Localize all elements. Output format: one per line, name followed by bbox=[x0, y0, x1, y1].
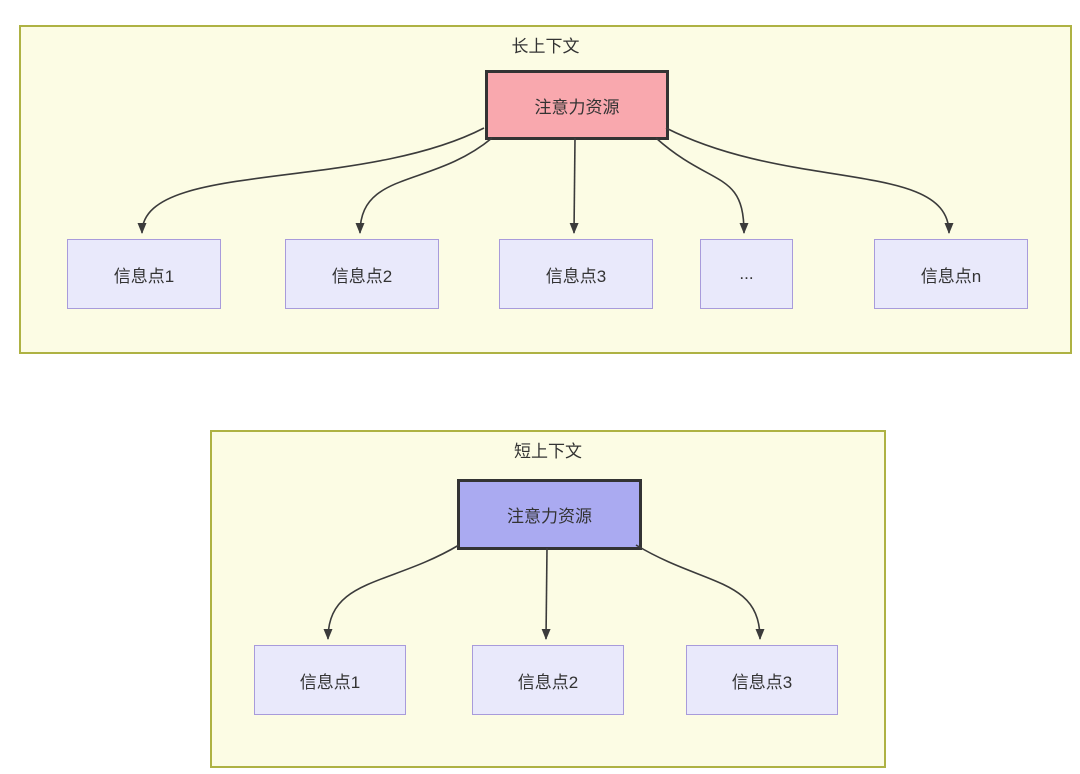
attention-resource-box-long: 注意力资源 bbox=[485, 70, 669, 140]
info-point-box: 信息点n bbox=[874, 239, 1028, 309]
info-point-box: 信息点2 bbox=[472, 645, 624, 715]
info-point-label: 信息点1 bbox=[299, 672, 361, 692]
info-point-label: 信息点2 bbox=[331, 266, 393, 286]
info-point-box: 信息点1 bbox=[254, 645, 406, 715]
info-point-label: 信息点2 bbox=[517, 672, 579, 692]
short-context-panel: 短上下文 注意力资源 信息点1 信息点2 信息点3 bbox=[210, 430, 886, 768]
info-point-label: ... bbox=[739, 264, 754, 283]
info-point-box-ellipsis: ... bbox=[700, 239, 793, 309]
info-point-box: 信息点3 bbox=[499, 239, 653, 309]
panel-title-short: 短上下文 bbox=[514, 442, 582, 461]
info-point-label: 信息点n bbox=[920, 266, 982, 286]
info-point-box: 信息点3 bbox=[686, 645, 838, 715]
info-point-label: 信息点1 bbox=[113, 266, 175, 286]
long-context-panel: 长上下文 注意力资源 信息点1 信息点2 信息点3 ... 信息点n bbox=[19, 25, 1072, 354]
panel-title-long: 长上下文 bbox=[511, 37, 580, 56]
attention-resource-box-short: 注意力资源 bbox=[457, 479, 642, 550]
info-point-label: 信息点3 bbox=[545, 266, 607, 286]
info-point-box: 信息点2 bbox=[285, 239, 439, 309]
info-point-box: 信息点1 bbox=[67, 239, 221, 309]
attention-resource-label-short: 注意力资源 bbox=[507, 507, 592, 526]
info-point-label: 信息点3 bbox=[731, 672, 793, 692]
attention-resource-label-long: 注意力资源 bbox=[534, 97, 620, 117]
